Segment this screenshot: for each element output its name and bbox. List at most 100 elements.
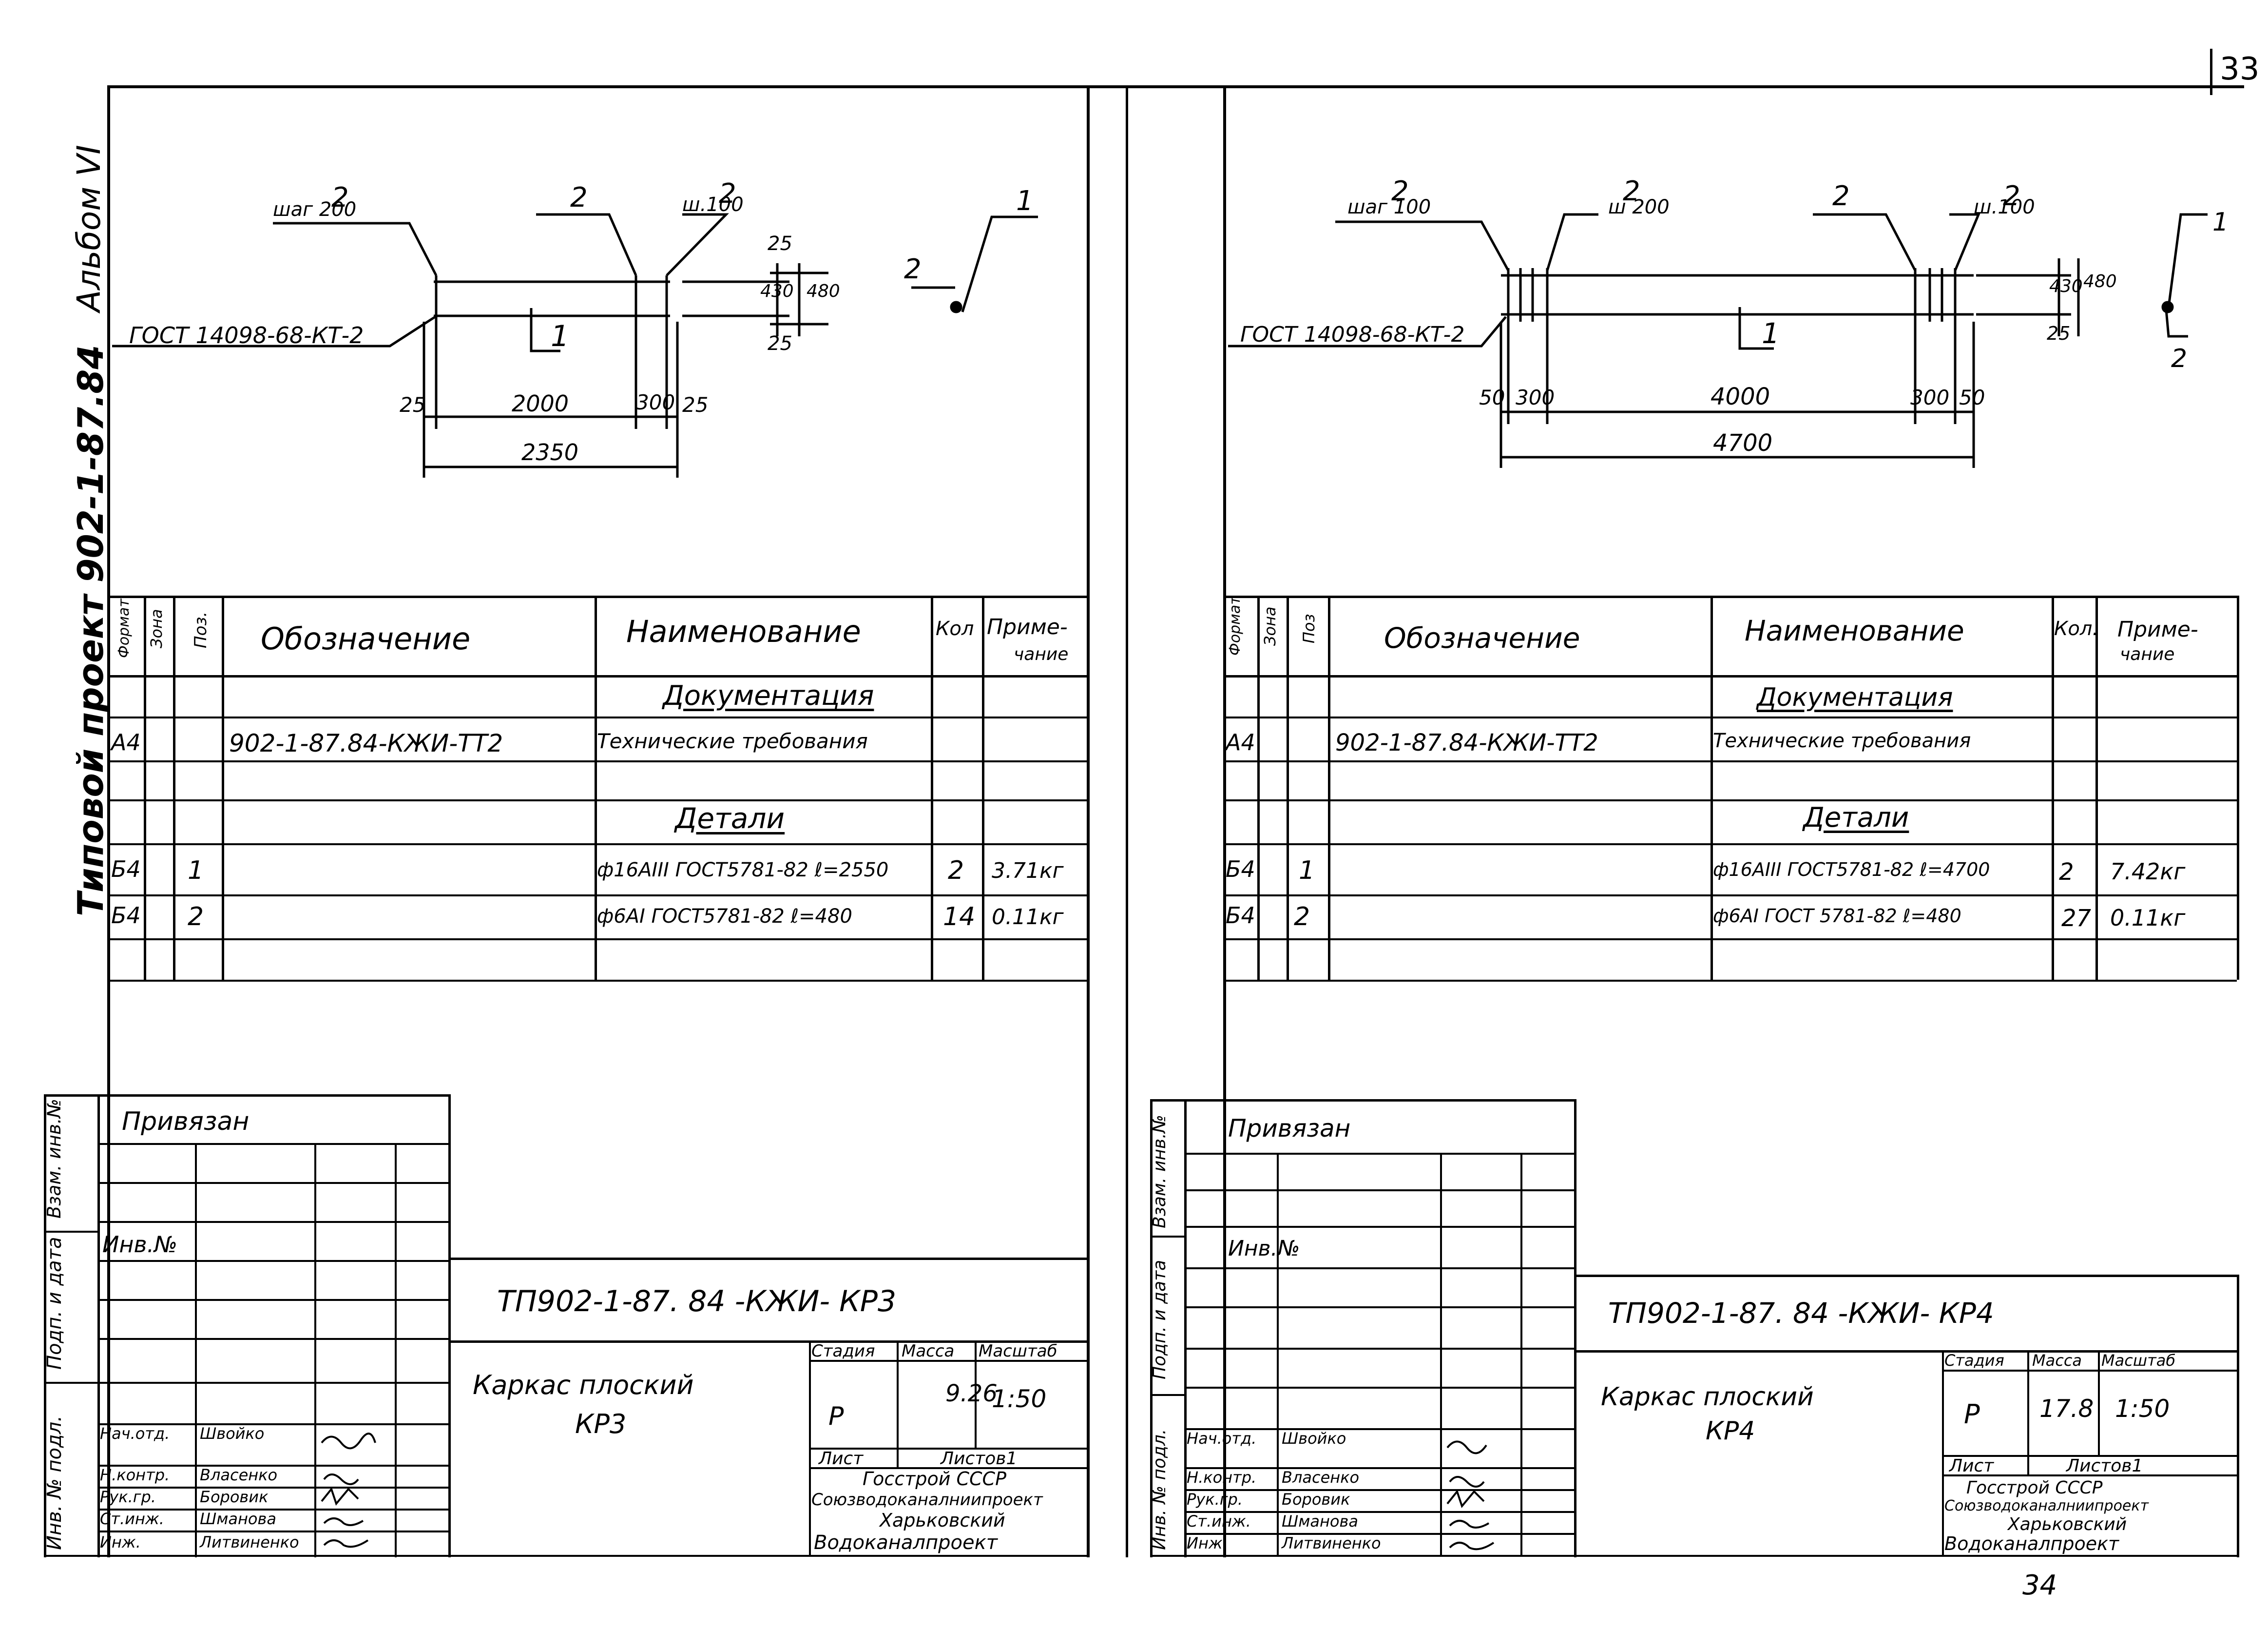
k4-row1-name: ф16АIII ГОСТ5781-82 ℓ=4700 (1713, 859, 1990, 880)
k4-row1-format: Б4 (1226, 856, 1255, 882)
drawing-kr4 (1228, 213, 2208, 468)
dim-25v: 25 (768, 332, 792, 355)
row2-note: 0.11кг (992, 905, 1064, 930)
section-parts: Детали (675, 802, 785, 835)
person-name-2: Власенко (200, 1466, 278, 1484)
k4-row1-qty: 2 (2059, 858, 2074, 886)
k4-step3: ш.100 (1974, 196, 2035, 218)
dim-300: 300 (636, 390, 675, 414)
stage-value: Р (828, 1402, 844, 1431)
scale-value: 1:50 (992, 1385, 1047, 1413)
k4-head-note1: Приме- (2117, 617, 2198, 642)
title-line2: КР3 (575, 1409, 627, 1439)
k4-head-designation: Обозначение (1384, 621, 1580, 655)
step-label: шаг 200 (273, 198, 357, 221)
row1-note: 3.71кг (992, 858, 1064, 883)
k4-scale-value: 1:50 (2115, 1395, 2170, 1423)
head-designation: Обозначение (261, 621, 471, 657)
frame-top (107, 85, 2244, 88)
head-qty: Кол (936, 618, 974, 640)
k4-mass-value: 17.8 (2039, 1395, 2094, 1423)
k4-detail-pos2: 2 (2171, 344, 2188, 373)
k4-d4700: 4700 (1713, 429, 1773, 457)
gost-label: ГОСТ 14098-68-КТ-2 (129, 322, 364, 349)
leader-pos1 (530, 324, 560, 352)
k4-row2-qty: 27 (2061, 905, 2092, 932)
dim-2350: 2350 (521, 439, 579, 465)
k4-d50a: 50 (1479, 386, 1505, 409)
k4-h-scale: Масштаб (2101, 1351, 2176, 1370)
leader-step (273, 222, 438, 276)
k4-person-name-2: Власенко (1282, 1468, 1360, 1487)
pos1-label: 1 (551, 319, 570, 353)
inv-label: Инв.№ (102, 1231, 178, 1258)
h-scale: Масштаб (979, 1341, 1057, 1361)
dim-2000: 2000 (512, 390, 569, 417)
doc-designation: 902-1-87.84-КЖИ-ТТ2 (229, 729, 503, 757)
page-number-divider (2210, 49, 2212, 95)
h-stage: Стадия (811, 1341, 875, 1361)
person-role-2: Н.контр. (100, 1466, 170, 1484)
k4-person-role-1: Нач.отд. (1187, 1429, 1257, 1448)
head-name: Наименование (626, 614, 861, 649)
k4-person-role-5: Инж. (1187, 1534, 1228, 1552)
k4-org3: Харьковский (2008, 1514, 2127, 1534)
dim-25a: 25 (400, 393, 426, 417)
k4-doc-format: А4 (1226, 729, 1255, 756)
k4-stage-value: Р (1964, 1399, 1980, 1430)
signatures-kr4 (1446, 1440, 1495, 1550)
row2-qty: 14 (943, 902, 976, 931)
k4-pos1: 1 (1762, 317, 1780, 350)
k4-row2-note: 0.11кг (2110, 905, 2186, 931)
org-line2: Союзводоканалниипроект (811, 1490, 1043, 1510)
k4-person-name-5: Литвиненко (1282, 1534, 1381, 1552)
person-role-3: Рук.гр. (100, 1488, 156, 1506)
k4-person-name-1: Швойко (1282, 1429, 1346, 1448)
row1-pos: 1 (188, 856, 204, 885)
dim-430: 430 (760, 281, 794, 301)
person-name-5: Литвиненко (200, 1533, 299, 1551)
k4-row1-pos: 1 (1299, 856, 1315, 885)
k4-title-line2: КР4 (1706, 1416, 1755, 1446)
step2-label: ш.100 (682, 194, 744, 216)
frame-mid-2 (1126, 85, 1128, 1557)
mass-value: 9.26 (945, 1380, 998, 1407)
dim-25b: 25 (682, 393, 709, 417)
org-line3: Харьковский (880, 1510, 1005, 1531)
leader-gost (112, 315, 436, 348)
k4-d300b: 300 (1910, 386, 1950, 409)
row1-name: ф16АIII ГОСТ5781-82 ℓ=2550 (597, 859, 889, 881)
k4-inv: Инв.№ (1228, 1236, 1300, 1261)
k4-person-role-4: Ст.инж. (1187, 1512, 1251, 1531)
pos2-label-c: 2 (719, 178, 736, 210)
k4-h-mass: Масса (2032, 1351, 2082, 1370)
person-role-4: Ст.инж. (100, 1510, 164, 1528)
h-mass: Масса (902, 1341, 955, 1361)
row2-format: Б4 (111, 902, 141, 929)
k4-row2-pos: 2 (1294, 902, 1310, 931)
title-line1: Каркас плоский (473, 1370, 694, 1400)
org-line1: Госстрой СССР (863, 1468, 1007, 1490)
row2-name: ф6АI ГОСТ5781-82 ℓ=480 (597, 905, 852, 928)
k4-doc-code: ТП902-1-87. 84 -КЖИ- КР4 (1608, 1297, 1994, 1330)
doc-format: А4 (111, 729, 141, 756)
k4-privyazan: Привязан (1228, 1114, 1351, 1143)
privyazan-label: Привязан (122, 1107, 250, 1136)
k4-head-note2: чание (2120, 644, 2175, 664)
k4-section-doc: Документация (1757, 683, 1953, 712)
k4-org4: Водоканалпроект (1944, 1533, 2119, 1554)
detail-pos1: 1 (1016, 185, 1034, 217)
k4-row2-name: ф6АI ГОСТ 5781-82 ℓ=480 (1713, 905, 1961, 927)
k4-person-role-3: Рук.гр. (1187, 1490, 1243, 1509)
detail-pos2: 2 (904, 253, 922, 285)
k4-d430: 430 (2049, 276, 2083, 296)
page-number-bottom: 34 (2022, 1569, 2057, 1601)
frame-mid-1 (1087, 85, 1090, 1557)
k4-d25v: 25 (2047, 323, 2071, 344)
k4-h-stage: Стадия (1944, 1351, 2004, 1370)
doc-name: Технические требования (597, 729, 868, 753)
k4-gost: ГОСТ 14098-68-КТ-2 (1240, 322, 1465, 347)
k4-pos2-b: 2 (1623, 175, 1640, 207)
k4-person-name-4: Шманова (1282, 1512, 1358, 1531)
k4-detail-pos1: 1 (2212, 208, 2229, 237)
